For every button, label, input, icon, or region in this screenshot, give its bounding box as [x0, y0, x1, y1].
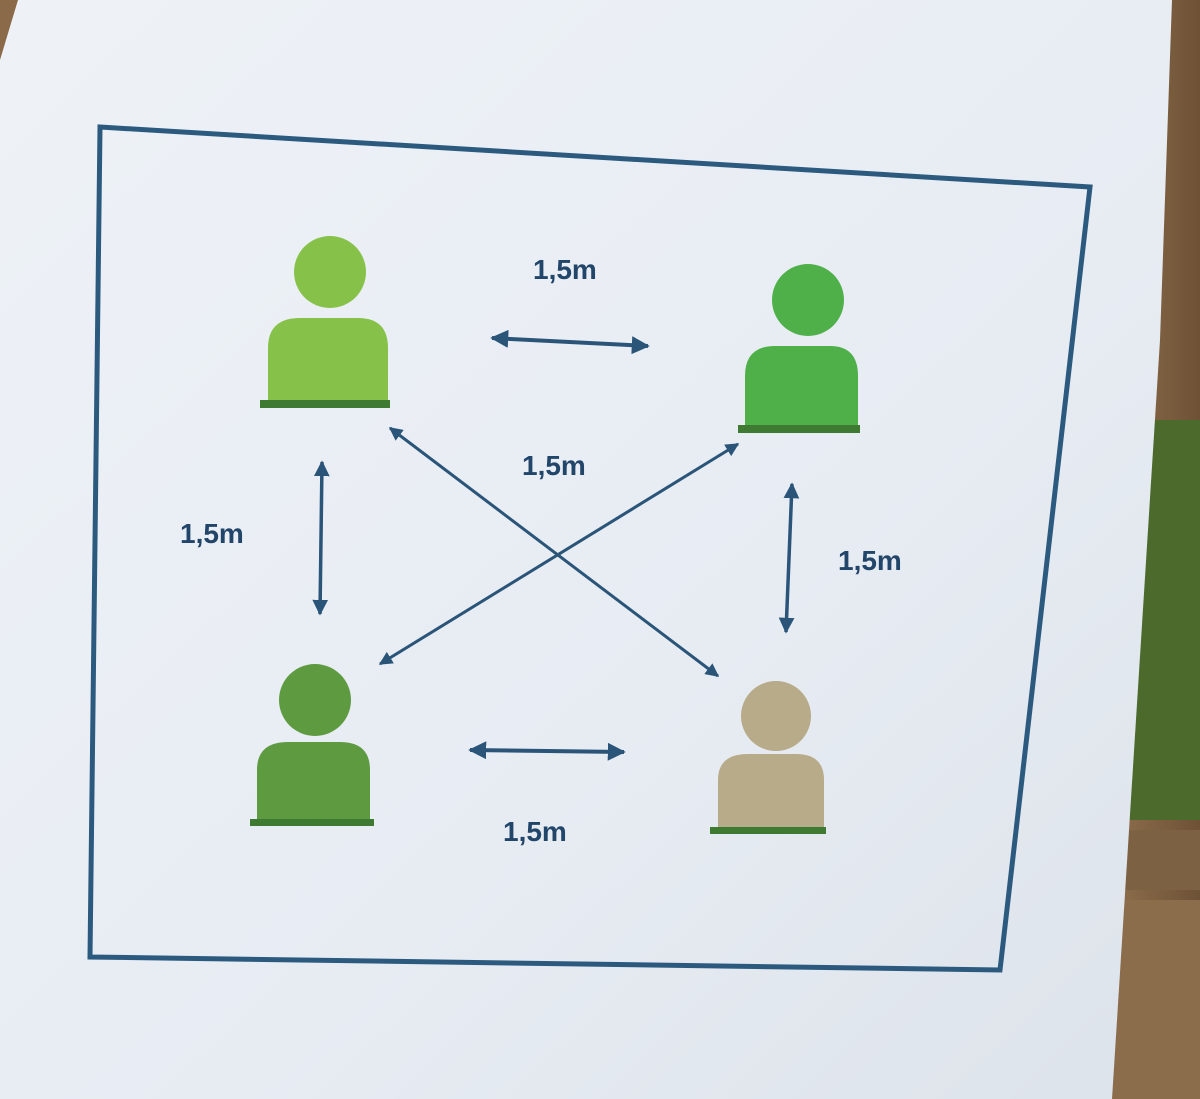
person-top-right: [738, 264, 860, 433]
double-arrow-icon: [468, 741, 626, 761]
double-arrow-icon: [378, 442, 740, 666]
person-base: [250, 819, 374, 826]
distance-label-top: 1,5m: [533, 254, 597, 285]
person-body: [257, 742, 370, 820]
distance-label-left: 1,5m: [180, 518, 244, 549]
distance-label-bottom: 1,5m: [503, 816, 567, 847]
person-icon: [279, 664, 351, 736]
person-body: [268, 318, 388, 400]
double-arrow-icon: [312, 460, 330, 616]
person-icon: [294, 236, 366, 308]
person-icon: [741, 681, 811, 751]
paper-sheet: [0, 0, 1172, 1099]
double-arrow-icon: [778, 482, 800, 634]
distance-label-center: 1,5m: [522, 450, 586, 481]
person-top-left: [260, 236, 390, 408]
person-base: [738, 425, 860, 433]
person-bottom-left: [250, 664, 374, 826]
person-bottom-right: [710, 681, 826, 834]
person-icon: [772, 264, 844, 336]
person-body: [745, 346, 858, 425]
diagram-frame: [87, 124, 1093, 973]
double-arrow-icon: [490, 329, 650, 355]
distance-label-right: 1,5m: [838, 545, 902, 576]
person-base: [260, 400, 390, 408]
person-body: [718, 754, 824, 829]
person-base: [710, 827, 826, 834]
